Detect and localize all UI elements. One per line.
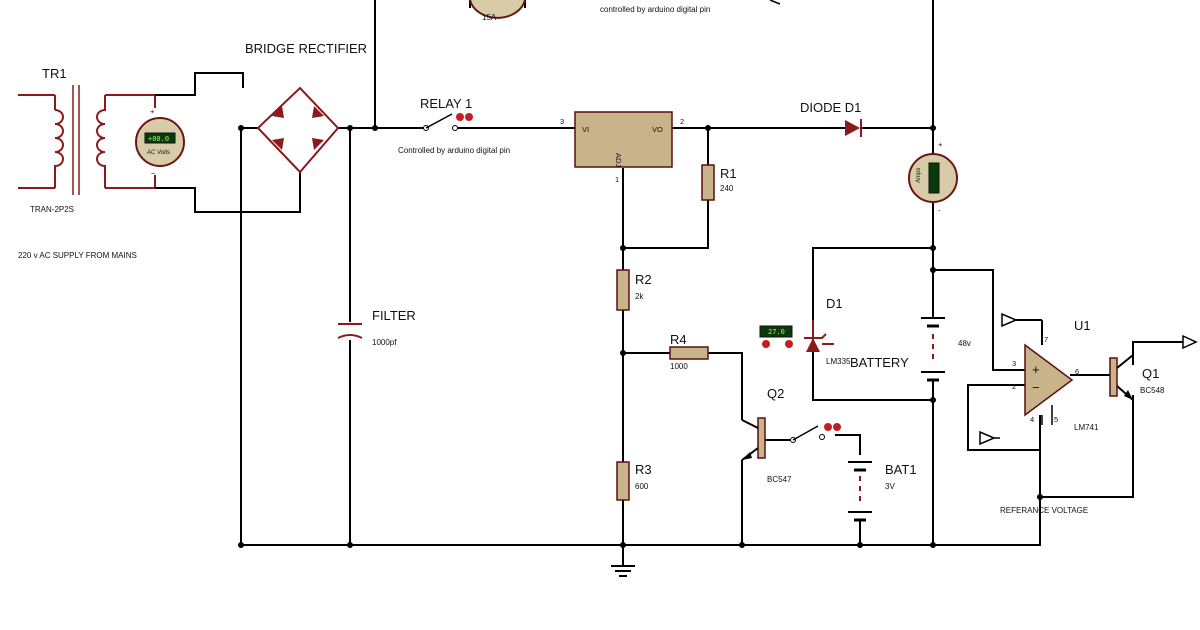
svg-text:3: 3 (1012, 359, 1016, 368)
svg-text:+: + (150, 107, 155, 116)
relay1-label: RELAY 1 (420, 96, 472, 111)
tr1-ref: TR1 (42, 66, 67, 81)
ac-meter-unit: AC Volts (146, 150, 170, 156)
junction-dot (238, 125, 244, 131)
relay1-note: Controlled by arduino digital pin (398, 146, 510, 155)
svg-text:Q1: Q1 (1142, 366, 1159, 381)
junction-dot (930, 542, 936, 548)
svg-text:R4: R4 (670, 332, 687, 347)
dc-ammeter[interactable]: Amps + - (908, 140, 958, 215)
svg-text:2: 2 (680, 117, 684, 126)
junction-dot (347, 125, 353, 131)
resistor-r1[interactable]: R1 240 (701, 164, 737, 201)
svg-text:+: + (1032, 362, 1040, 377)
filter-label: FILTER (372, 308, 416, 323)
svg-text:BC547: BC547 (767, 475, 792, 484)
svg-text:VO: VO (652, 125, 663, 134)
input-arrow-icon (979, 430, 996, 446)
svg-text:4: 4 (1030, 415, 1034, 424)
top-meter-value: 15A (482, 13, 497, 22)
svg-text:−: − (1032, 380, 1040, 395)
svg-text:3V: 3V (885, 482, 895, 491)
svg-text:D1: D1 (826, 296, 843, 311)
svg-text:LM741: LM741 (1074, 423, 1099, 432)
svg-text:1: 1 (615, 175, 619, 184)
svg-text:6: 6 (1075, 367, 1079, 376)
sensor-reading: 27.0 (768, 328, 785, 336)
reference-voltage-note: REFERANCE VOLTAGE (1000, 506, 1088, 515)
filter-capacitor[interactable]: FILTER 1000pf (337, 308, 416, 347)
junction-dot (372, 125, 378, 131)
top-note: controlled by arduino digital pin (600, 5, 710, 14)
tr1-model: TRAN-2P2S (30, 205, 74, 214)
svg-text:BAT1: BAT1 (885, 462, 917, 477)
junction-dot (705, 125, 711, 131)
svg-text:R3: R3 (635, 462, 652, 477)
diode-d1[interactable]: DIODE D1 (800, 100, 862, 137)
voltage-regulator[interactable]: VI VO ADJ 3 2 1 (560, 111, 684, 184)
transformer-tr1[interactable]: TR1 TRAN-2P2S (30, 66, 106, 214)
output-arrow-icon (1182, 334, 1198, 350)
junction-dot (930, 267, 936, 273)
battery-bat1[interactable]: BAT1 3V (848, 461, 917, 522)
svg-text:−: − (151, 169, 156, 178)
bridge-rectifier[interactable]: BRIDGE RECTIFIER (245, 41, 367, 174)
svg-text:U1: U1 (1074, 318, 1091, 333)
ground-icon (611, 565, 635, 577)
junction-dot (620, 350, 626, 356)
filter-value: 1000pf (372, 338, 397, 347)
svg-text:VI: VI (582, 125, 589, 134)
junction-dot (857, 542, 863, 548)
resistor-r4[interactable]: R4 1000 (669, 332, 709, 371)
junction-dot (930, 245, 936, 251)
temperature-sensor-d1[interactable]: 27.0 D1 LM335 (759, 296, 851, 366)
svg-text:R2: R2 (635, 272, 652, 287)
svg-text:-: - (938, 206, 941, 215)
top-ammeter[interactable]: 15A (469, 0, 526, 22)
supply-note: 220 v AC SUPPLY FROM MAINS (18, 251, 137, 260)
input-arrow-icon (1001, 312, 1018, 328)
ac-voltmeter[interactable]: +00.0 AC Volts + − (135, 107, 185, 178)
relay-1[interactable]: RELAY 1 Controlled by arduino digital pi… (398, 96, 510, 155)
junction-dot (739, 542, 745, 548)
junctions (238, 125, 1043, 548)
svg-text:48v: 48v (958, 339, 971, 348)
svg-text:1000: 1000 (670, 362, 688, 371)
resistor-r3[interactable]: R3 600 (616, 461, 652, 501)
svg-text:3: 3 (560, 117, 564, 126)
relay-2[interactable] (790, 423, 842, 443)
diode-label: DIODE D1 (800, 100, 861, 115)
svg-text:Amps: Amps (916, 168, 922, 184)
svg-text:ADJ: ADJ (614, 153, 623, 167)
ac-meter-reading: +00.0 (148, 135, 169, 143)
svg-text:2k: 2k (635, 292, 644, 301)
junction-dot (347, 542, 353, 548)
bridge-label: BRIDGE RECTIFIER (245, 41, 367, 56)
opamp-u1[interactable]: + − 7 3 2 6 4 5 U1 LM741 (1012, 318, 1099, 432)
svg-text:5: 5 (1054, 415, 1058, 424)
svg-text:600: 600 (635, 482, 649, 491)
svg-text:R1: R1 (720, 166, 737, 181)
junction-dot (620, 245, 626, 251)
svg-text:BC548: BC548 (1140, 386, 1165, 395)
svg-text:2: 2 (1012, 382, 1016, 391)
transistor-q2[interactable]: Q2 BC547 (741, 386, 792, 484)
junction-dot (1037, 494, 1043, 500)
wires (18, 0, 1185, 565)
battery-label: BATTERY (850, 355, 909, 370)
resistor-r2[interactable]: R2 2k (616, 269, 652, 311)
transistor-q1[interactable]: Q1 BC548 (1109, 354, 1165, 401)
junction-dot (930, 397, 936, 403)
junction-dot (930, 125, 936, 131)
svg-text:7: 7 (1044, 335, 1048, 344)
battery-48v[interactable]: BATTERY 48v (850, 317, 971, 382)
svg-text:Q2: Q2 (767, 386, 784, 401)
svg-text:LM335: LM335 (826, 357, 851, 366)
junction-dot (238, 542, 244, 548)
svg-text:+: + (938, 140, 943, 149)
svg-text:240: 240 (720, 184, 734, 193)
junction-dot (620, 542, 626, 548)
